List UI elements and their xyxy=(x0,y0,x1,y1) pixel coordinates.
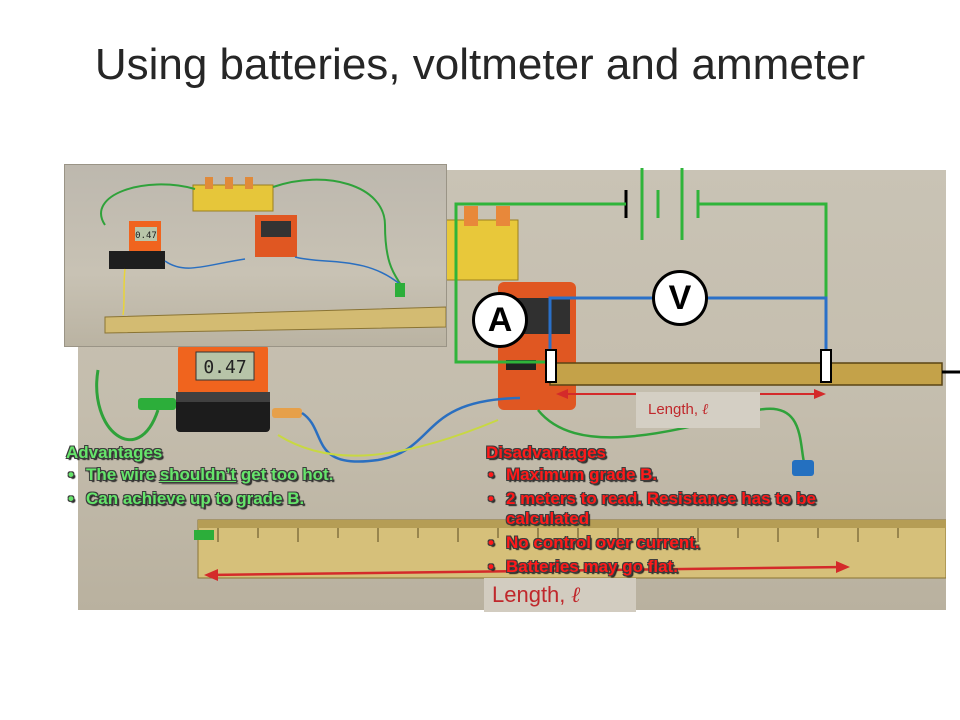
disadvantage-text: 2 meters to read. Resistance has to be c… xyxy=(506,489,816,528)
advantages-heading: Advantages xyxy=(66,443,163,462)
inset-meter-reading: 0.47 xyxy=(135,231,157,241)
length-label-small-text: Length, xyxy=(648,401,703,418)
disadvantages-list: • Maximum grade B. • 2 meters to read. Res… xyxy=(486,465,886,577)
advantage-text: Can achieve up to grade B. xyxy=(86,489,305,508)
advantage-text-underlined: shouldn’t xyxy=(159,465,237,484)
bullet-icon: • xyxy=(488,489,494,508)
length-symbol-small: ℓ xyxy=(702,402,709,418)
slide-title: Using batteries, voltmeter and ammeter xyxy=(94,40,866,89)
disadvantages-heading: Disadvantages xyxy=(486,443,606,462)
disadvantage-text: No control over current. xyxy=(506,533,700,552)
disadvantage-text: Maximum grade B. xyxy=(506,465,658,484)
bullet-icon: • xyxy=(68,489,74,508)
disadvantage-item: • 2 meters to read. Resistance has to be … xyxy=(486,489,866,529)
disadvantage-item: • Maximum grade B. xyxy=(486,465,886,485)
battery-symbol xyxy=(624,168,700,240)
advantage-text-end: get too hot. xyxy=(236,465,334,484)
length-symbol-large: ℓ xyxy=(571,582,581,607)
advantage-item: • The wire shouldn’t get too hot. xyxy=(66,465,333,485)
disadvantage-item: • No control over current. xyxy=(486,533,886,553)
inset-circuit-photo: 0.47 xyxy=(64,164,447,347)
bullet-icon: • xyxy=(68,465,74,484)
disadvantage-text: Batteries may go flat. xyxy=(506,557,678,576)
test-wire xyxy=(545,349,960,386)
length-label-large: Length, ℓ xyxy=(484,578,636,612)
advantage-text-start: The wire xyxy=(86,465,160,484)
bullet-icon: • xyxy=(488,533,494,552)
voltmeter-symbol: V xyxy=(652,270,708,326)
advantage-item: • Can achieve up to grade B. xyxy=(66,489,333,509)
advantages-section: Advantages • The wire shouldn’t get too … xyxy=(66,443,333,513)
bullet-icon: • xyxy=(488,557,494,576)
length-label-large-text: Length, xyxy=(492,582,572,607)
main-meter-reading: 0.47 xyxy=(203,357,246,378)
bullet-icon: • xyxy=(488,465,494,484)
advantages-list: • The wire shouldn’t get too hot. • Can … xyxy=(66,465,333,509)
ammeter-symbol: A xyxy=(472,292,528,348)
length-label-small: Length, ℓ xyxy=(636,392,760,428)
disadvantage-item: • Batteries may go flat. xyxy=(486,557,886,577)
disadvantages-section: Disadvantages • Maximum grade B. • 2 meter… xyxy=(486,443,886,581)
